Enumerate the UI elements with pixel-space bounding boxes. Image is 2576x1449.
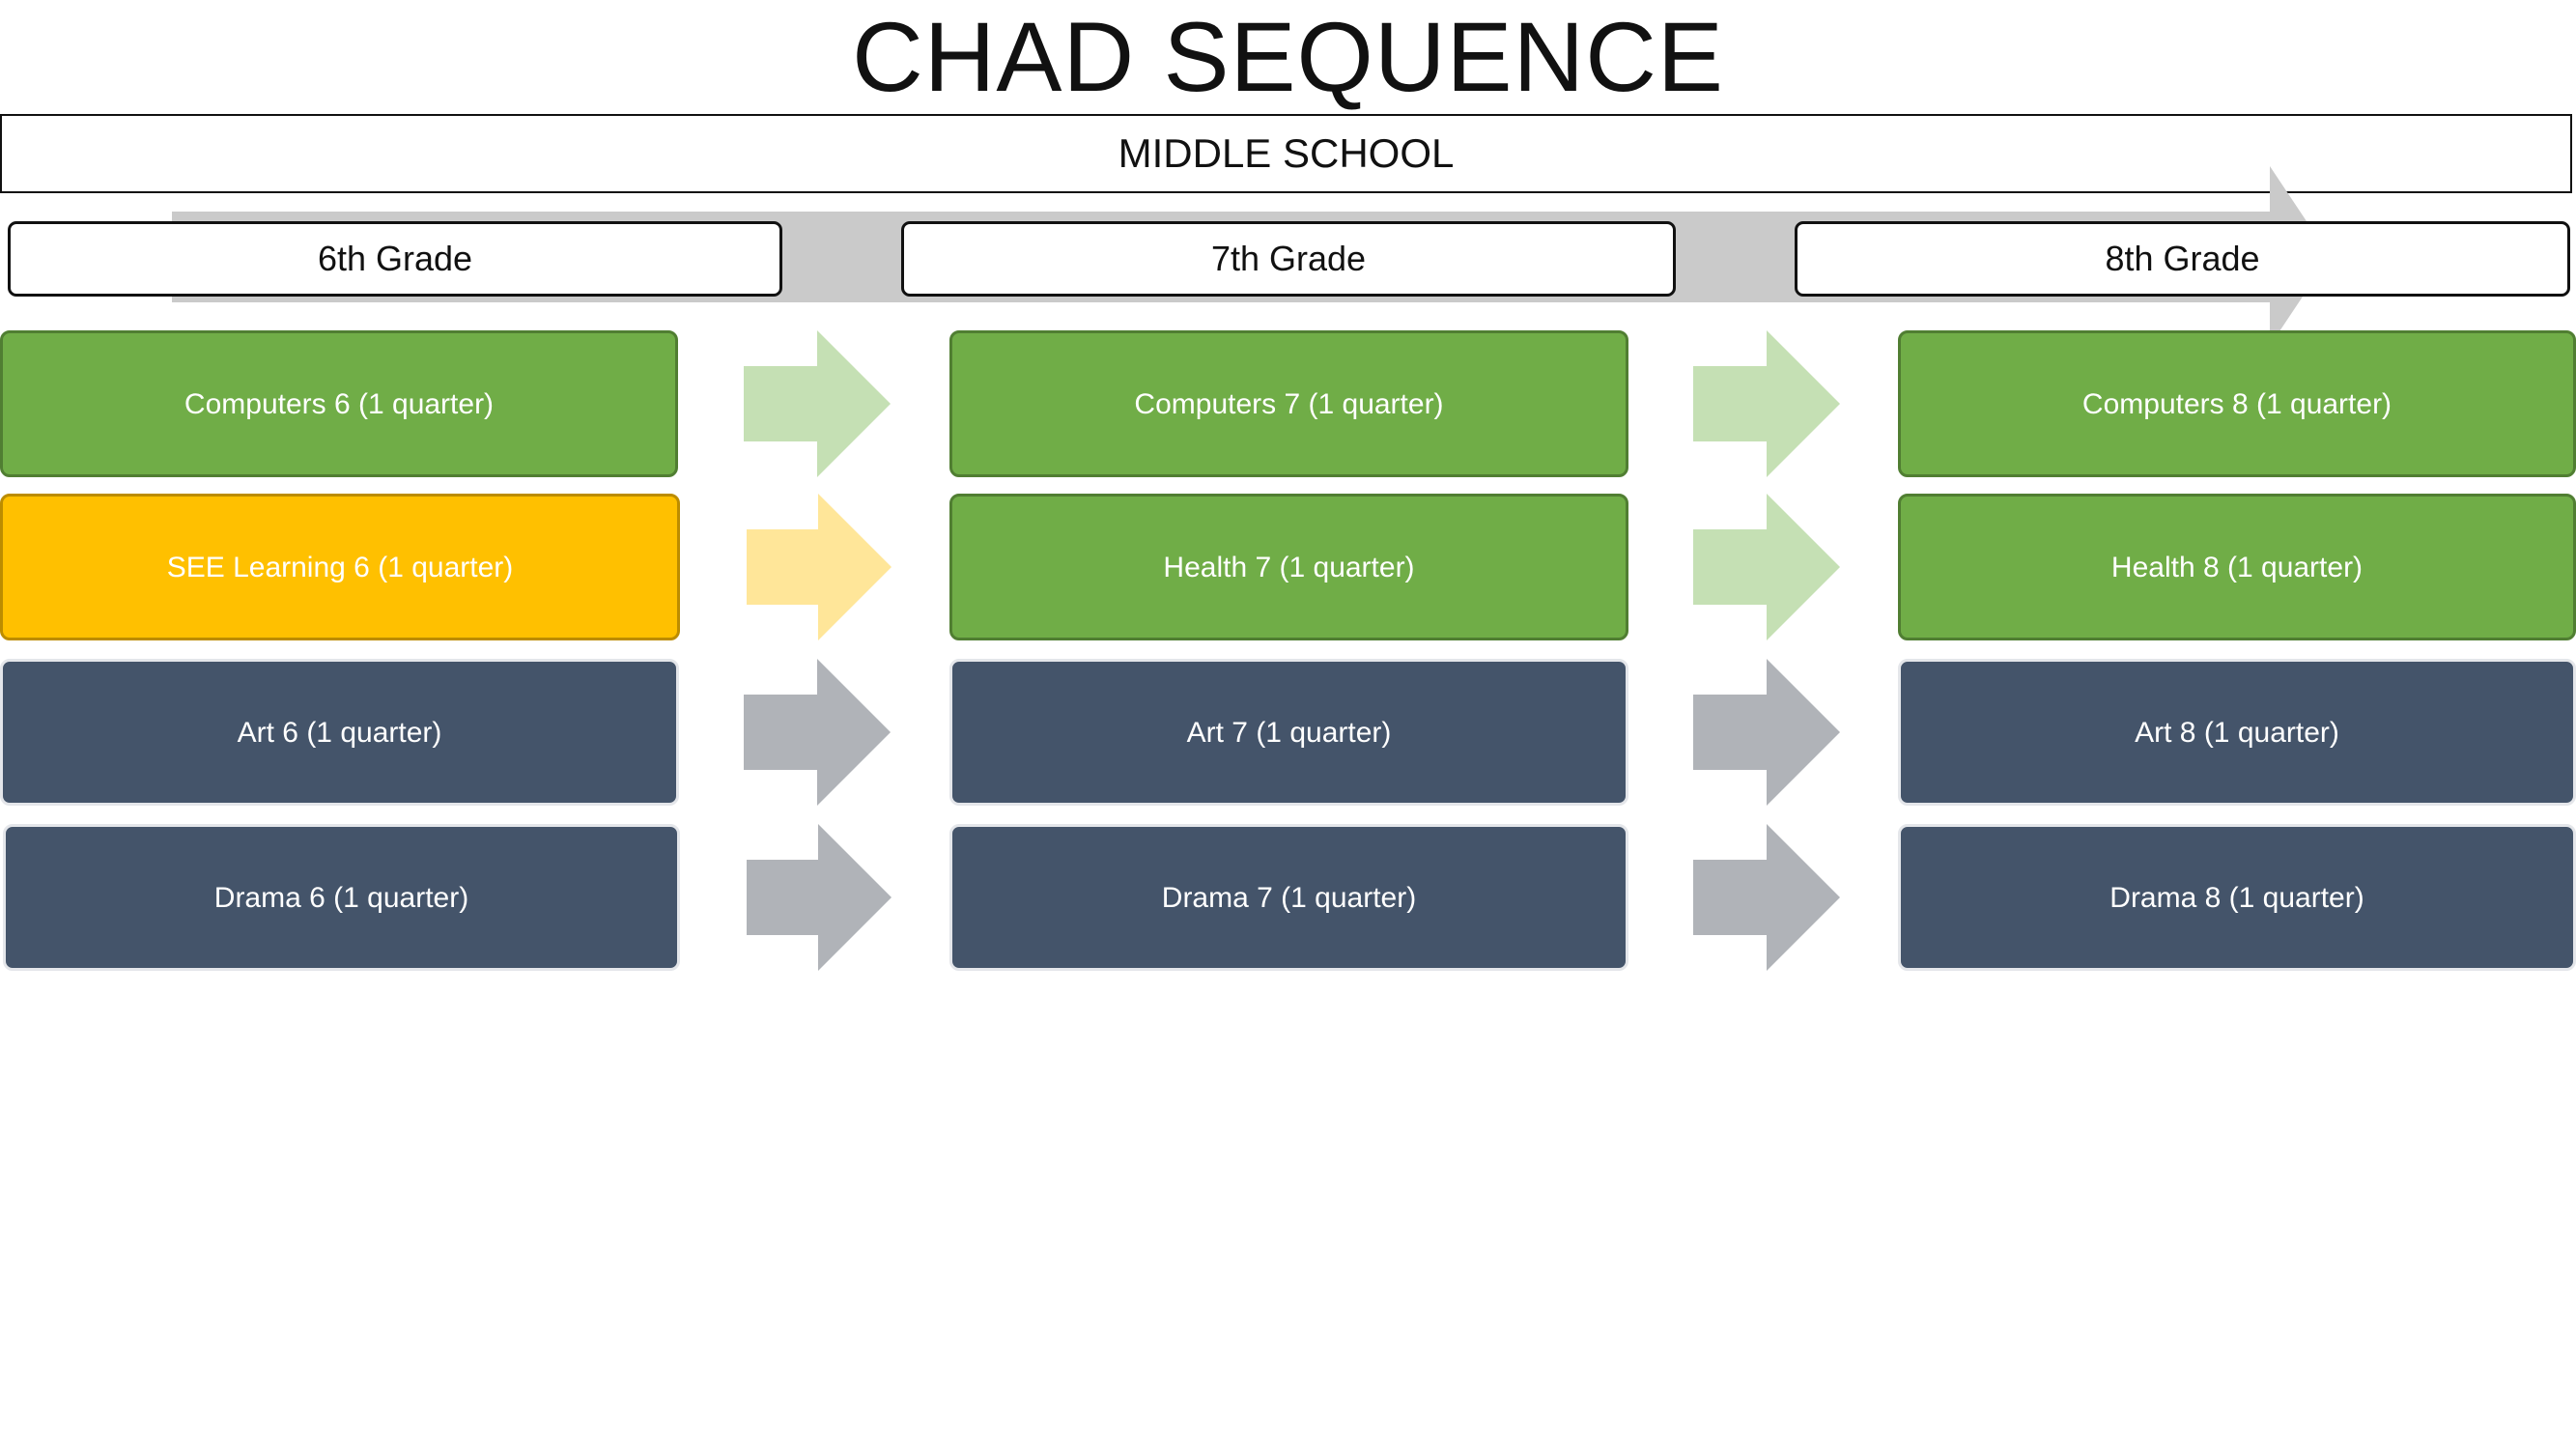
page-title: CHAD SEQUENCE bbox=[852, 2, 1724, 112]
arrow-row4-b bbox=[1693, 824, 1840, 971]
arrow-row3-a-shape bbox=[744, 659, 891, 806]
course-computers-7: Computers 7 (1 quarter) bbox=[949, 330, 1628, 477]
grade-header-7: 7th Grade bbox=[901, 221, 1676, 297]
arrow-row3-a bbox=[744, 659, 891, 806]
arrow-row1-a-shape bbox=[744, 330, 891, 477]
arrow-row2-b-shape bbox=[1693, 494, 1840, 640]
arrow-row2-a bbox=[747, 494, 892, 640]
arrow-row1-a bbox=[744, 330, 891, 477]
course-health-7: Health 7 (1 quarter) bbox=[949, 494, 1628, 640]
arrow-row4-a-shape bbox=[747, 824, 892, 971]
arrow-row4-a bbox=[747, 824, 892, 971]
grade-header-6: 6th Grade bbox=[8, 221, 782, 297]
arrow-row1-b bbox=[1693, 330, 1840, 477]
course-drama-8: Drama 8 (1 quarter) bbox=[1898, 824, 2576, 971]
arrow-row4-b-shape bbox=[1693, 824, 1840, 971]
course-health-8: Health 8 (1 quarter) bbox=[1898, 494, 2576, 640]
course-art-8: Art 8 (1 quarter) bbox=[1898, 659, 2576, 806]
grade-header-8: 8th Grade bbox=[1795, 221, 2570, 297]
course-art-6: Art 6 (1 quarter) bbox=[0, 659, 679, 806]
course-drama-6: Drama 6 (1 quarter) bbox=[3, 824, 680, 971]
course-see-learning-6: SEE Learning 6 (1 quarter) bbox=[0, 494, 680, 640]
course-computers-6: Computers 6 (1 quarter) bbox=[0, 330, 678, 477]
arrow-row1-b-shape bbox=[1693, 330, 1840, 477]
arrow-row2-b bbox=[1693, 494, 1840, 640]
course-art-7: Art 7 (1 quarter) bbox=[949, 659, 1628, 806]
progression-arrow bbox=[172, 166, 2330, 346]
arrow-row3-b-shape bbox=[1693, 659, 1840, 806]
section-band: MIDDLE SCHOOL bbox=[0, 114, 2572, 193]
arrow-row3-b bbox=[1693, 659, 1840, 806]
course-computers-8: Computers 8 (1 quarter) bbox=[1898, 330, 2576, 477]
course-drama-7: Drama 7 (1 quarter) bbox=[949, 824, 1628, 971]
arrow-row2-a-shape bbox=[747, 494, 892, 640]
